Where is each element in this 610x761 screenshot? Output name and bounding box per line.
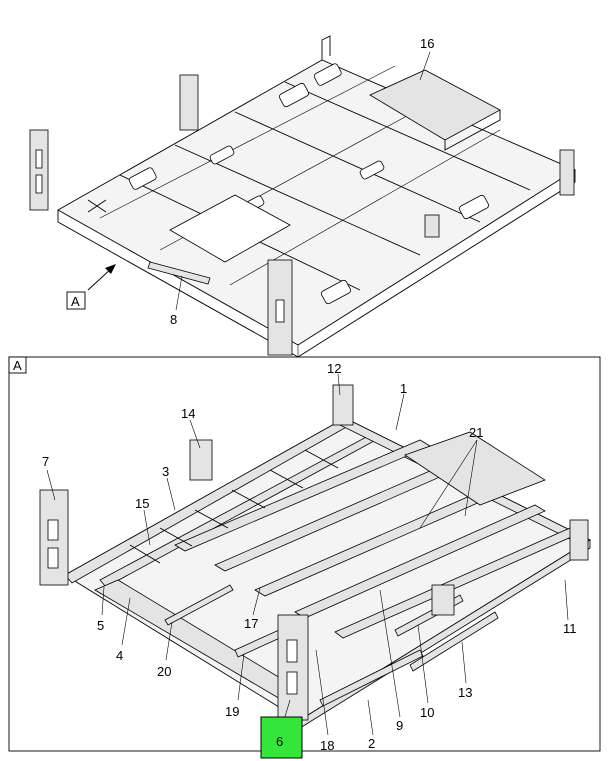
callout-2: 2 [368,736,375,751]
callout-13: 13 [458,685,472,700]
callout-9: 9 [396,718,403,733]
view-arrow-icon [105,264,116,274]
post-7 [39,489,69,586]
callout-7: 7 [42,454,49,469]
post-6 [277,614,309,721]
view-a-marker-label: A [71,294,80,309]
callout-11: 11 [563,621,577,636]
callout-19: 19 [225,704,239,719]
frame-structure [64,417,591,729]
callout-6: 6 [276,734,283,749]
callout-10: 10 [420,705,434,720]
callout-8: 8 [170,312,177,327]
callout-17: 17 [244,616,258,631]
post-right [431,519,589,616]
leader-8 [175,275,183,311]
floor-top-view [29,35,576,358]
left-post-top [29,129,49,211]
center-post-top [179,74,199,131]
right-post-top [267,149,575,356]
detail-leaders [46,373,569,736]
callout-5: 5 [97,618,104,633]
callout-20: 20 [157,664,171,679]
callout-15: 15 [135,496,149,511]
callout-16: 16 [420,36,434,51]
post-12 [332,384,354,426]
detail-a-frame: A [8,356,601,752]
callout-3: 3 [162,464,169,479]
callout-14: 14 [181,406,195,421]
callout-4: 4 [116,648,123,663]
callout-18: 18 [320,738,334,753]
callout-12: 12 [327,361,341,376]
post-14 [189,439,213,481]
view-a-marker: A [66,264,116,310]
callout-21: 21 [469,425,483,440]
detail-a-frame-label: A [13,358,22,373]
highlight-part-6[interactable] [260,716,303,759]
callout-1: 1 [400,381,407,396]
leader-16 [419,51,431,81]
